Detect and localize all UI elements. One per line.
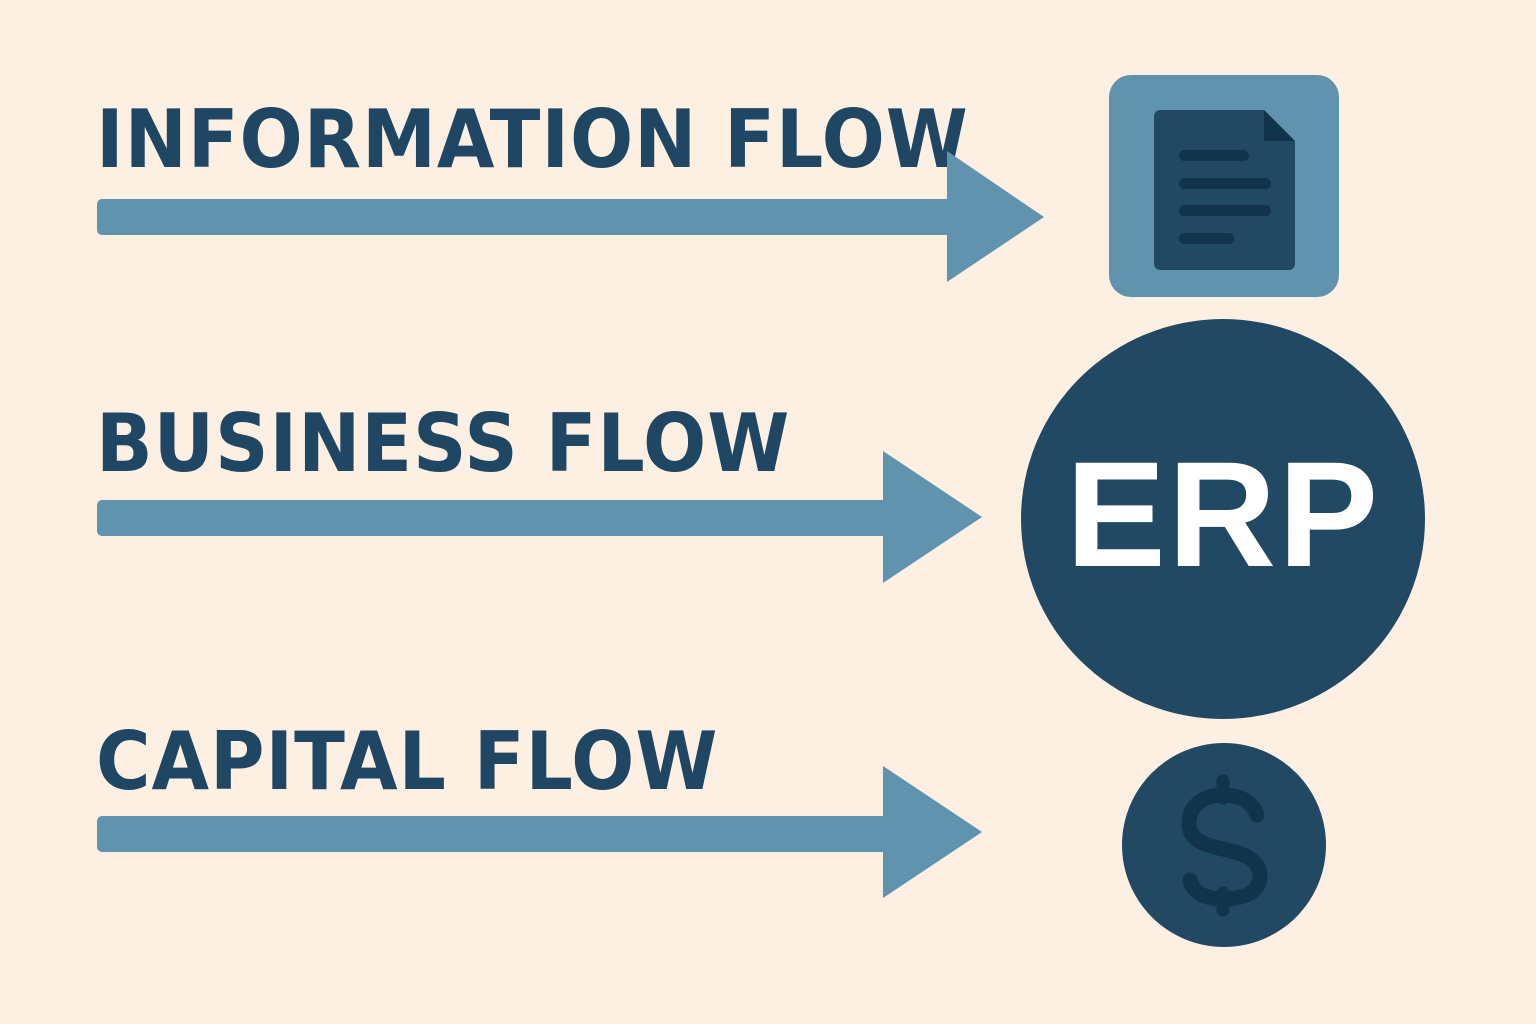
information-flow-arrow <box>97 151 1044 282</box>
information-flow-label: INFORMATION FLOW <box>96 93 969 186</box>
capital-flow-arrow <box>97 766 982 898</box>
document-icon <box>1154 110 1295 270</box>
business-flow-arrow <box>97 451 982 583</box>
erp-label: ERP <box>1065 429 1381 598</box>
capital-flow-label: CAPITAL FLOW <box>96 715 719 808</box>
business-flow-label: BUSINESS FLOW <box>96 397 791 490</box>
dollar-sign-icon <box>1181 774 1268 917</box>
document-icon-box <box>1109 75 1339 297</box>
dollar-coin-icon <box>1122 743 1326 947</box>
erp-circle: ERP <box>1021 319 1425 719</box>
